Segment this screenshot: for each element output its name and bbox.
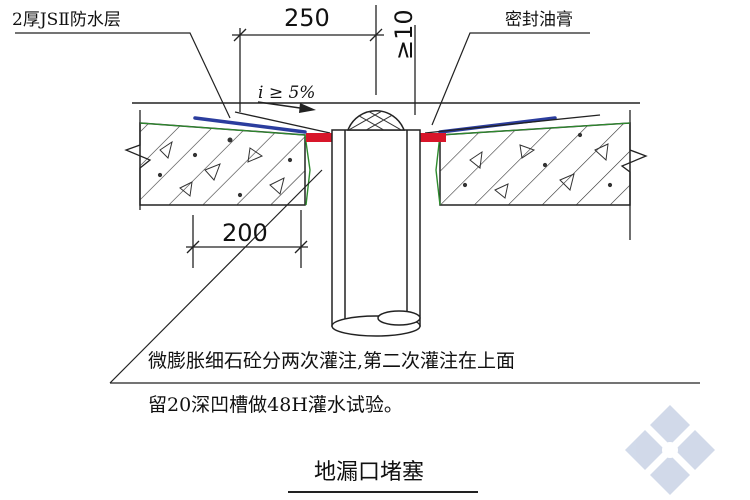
sealant-strips (306, 133, 446, 142)
dimension-10-label: ≥10 (390, 9, 418, 60)
drawing-title: 地漏口堵塞 (314, 460, 425, 485)
note-line-1: 微膨胀细石砼分两次灌注,第二次灌注在上面 (148, 350, 516, 372)
sealant-label: 密封油膏 (505, 10, 573, 30)
left-concrete-slab (124, 110, 306, 210)
slope-arrow (257, 101, 316, 113)
label-leaders (15, 32, 700, 384)
grout-fill-edges (139, 122, 631, 206)
right-concrete-slab (439, 110, 648, 240)
slope-label: i ≥ 5% (258, 83, 316, 103)
drain-pipe (331, 129, 421, 337)
dimension-250-label: 250 (284, 4, 330, 32)
waterproof-layer-label: 2厚JSⅡ防水层 (12, 10, 121, 30)
watermark-logo-icon (625, 405, 715, 495)
dimension-200-label: 200 (222, 219, 268, 247)
dimension-200 (186, 210, 308, 268)
dimension-250 (232, 5, 384, 112)
note-line-2: 留20深凹槽做48H灌水试验。 (148, 394, 403, 416)
